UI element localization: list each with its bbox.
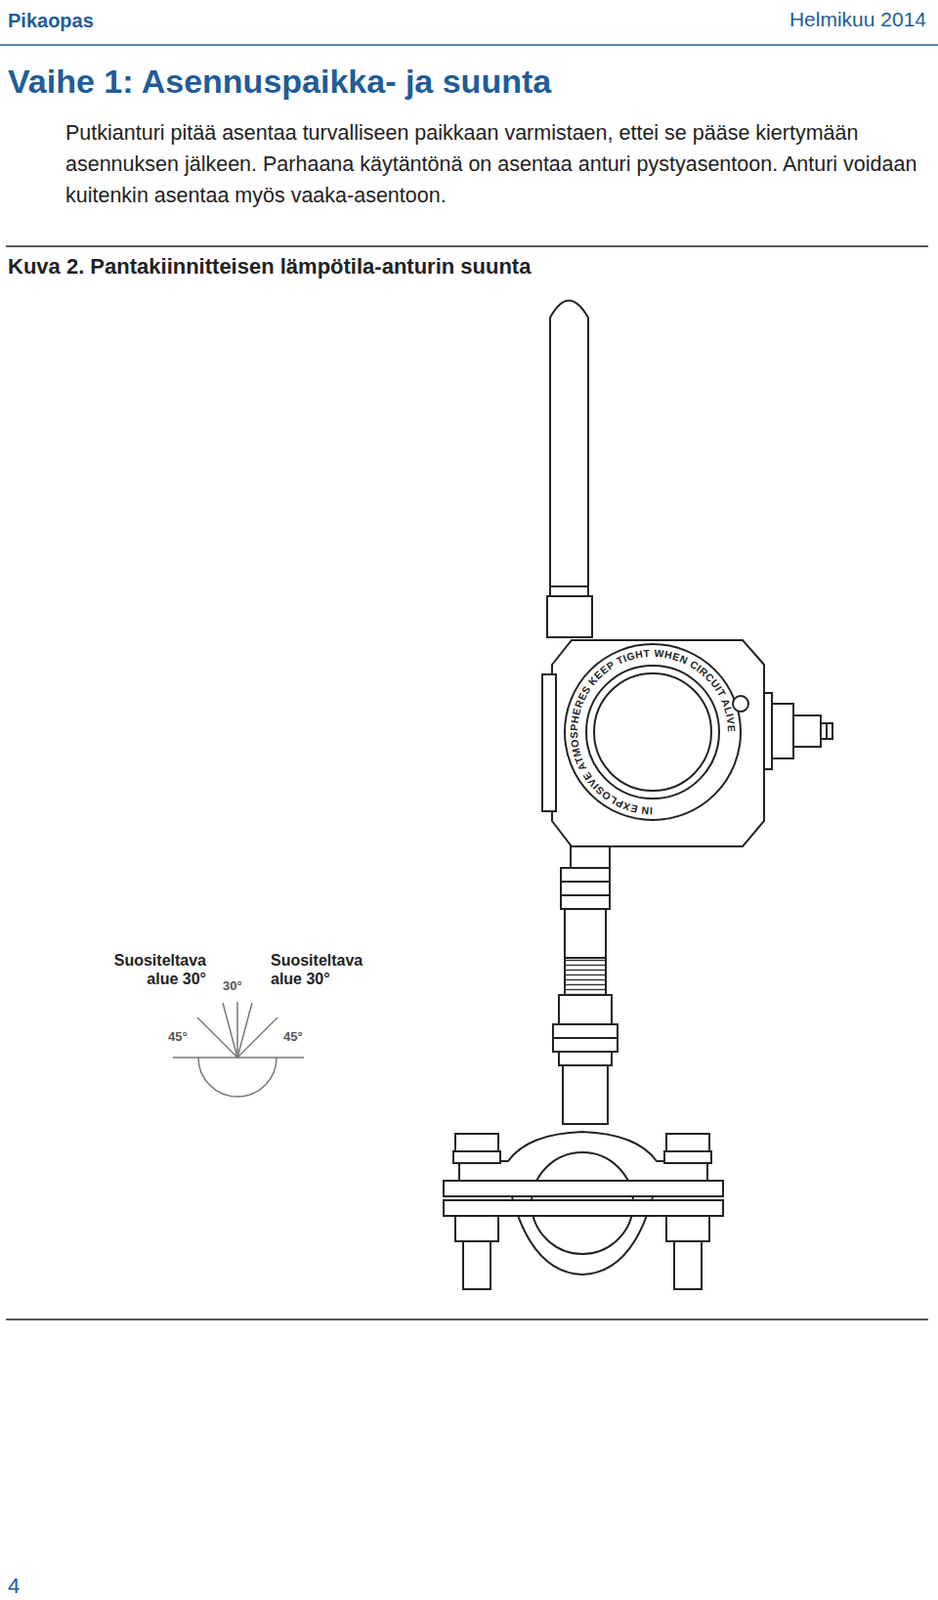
angle-label: 45° — [168, 1028, 188, 1044]
page-number: 4 — [7, 1573, 20, 1599]
range-label: Suositeltava alue 30° — [270, 950, 398, 988]
range-label: Suositeltava alue 30° — [79, 950, 207, 988]
figure-caption: Kuva 2. Pantakiinnitteisen lämpötila-ant… — [7, 254, 531, 280]
angle-diagram — [172, 1001, 304, 1097]
date: Helmikuu 2014 — [789, 7, 927, 32]
header-rule — [0, 43, 938, 46]
angle-label: 45° — [283, 1028, 303, 1044]
transmitter-drawing — [443, 300, 833, 1290]
rule — [5, 245, 929, 248]
angle-label: 30° — [222, 978, 243, 993]
rule — [5, 1318, 929, 1321]
svg-text:IN EXPLOSIVE ATMOSPHERES KEEP: IN EXPLOSIVE ATMOSPHERES KEEP TIGHT WHEN… — [567, 646, 738, 817]
housing-inscription: IN EXPLOSIVE ATMOSPHERES KEEP TIGHT WHEN… — [567, 646, 738, 817]
running-header: Pikaopas — [7, 9, 94, 33]
body-text: Putkianturi pitää asentaa turvalliseen p… — [65, 117, 926, 212]
title: Vaihe 1: Asennuspaikka- ja suunta — [7, 62, 552, 101]
